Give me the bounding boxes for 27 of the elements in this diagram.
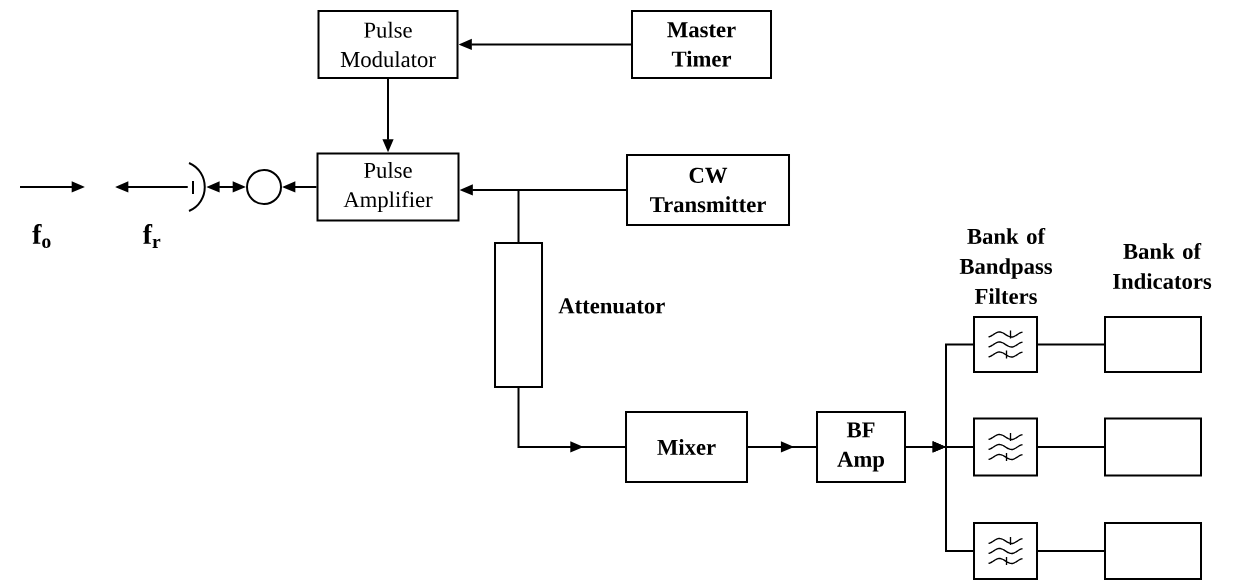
indicator-box bbox=[1104, 417, 1202, 477]
filter-box bbox=[973, 316, 1038, 373]
block-box: Pulse Amplifier bbox=[316, 152, 460, 222]
circle-symbol bbox=[246, 169, 282, 205]
block-box: Pulse Modulator bbox=[317, 10, 459, 79]
connector-line bbox=[1037, 550, 1105, 552]
attenuator-box bbox=[494, 242, 543, 388]
indicator-box bbox=[1104, 522, 1202, 580]
block-box: CW Transmitter bbox=[626, 154, 790, 226]
block-label: Attenuator bbox=[558, 298, 665, 314]
block-box: Mixer bbox=[625, 411, 748, 483]
block-box: BF Amp bbox=[816, 411, 906, 483]
connector-line bbox=[1037, 343, 1105, 346]
arrow bbox=[747, 441, 817, 453]
indicator-box bbox=[1104, 316, 1202, 373]
filter-box bbox=[973, 417, 1038, 477]
arrow bbox=[905, 441, 974, 552]
arrow bbox=[517, 387, 626, 453]
signal-label: f$_{o}$ bbox=[32, 223, 51, 248]
block-box: Master Timer bbox=[631, 10, 772, 79]
signal-label: f$_{r}$ bbox=[142, 224, 161, 248]
filter-box bbox=[973, 522, 1038, 580]
column-heading: Bank of Indicators bbox=[1113, 242, 1212, 290]
antenna-symbol bbox=[188, 162, 206, 212]
connector-line bbox=[517, 189, 627, 243]
column-heading: Bank of Bandpass Filters bbox=[959, 227, 1053, 305]
connector-line bbox=[1037, 446, 1105, 448]
